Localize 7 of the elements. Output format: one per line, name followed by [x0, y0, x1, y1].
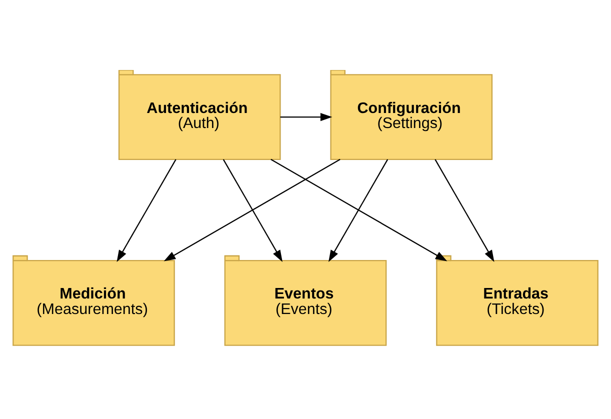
arrow	[222, 158, 283, 262]
arrow	[164, 158, 340, 261]
arrow	[328, 158, 388, 262]
arrow	[270, 158, 448, 261]
arrow	[434, 158, 494, 262]
arrow	[116, 158, 176, 262]
arrow	[280, 112, 332, 121]
